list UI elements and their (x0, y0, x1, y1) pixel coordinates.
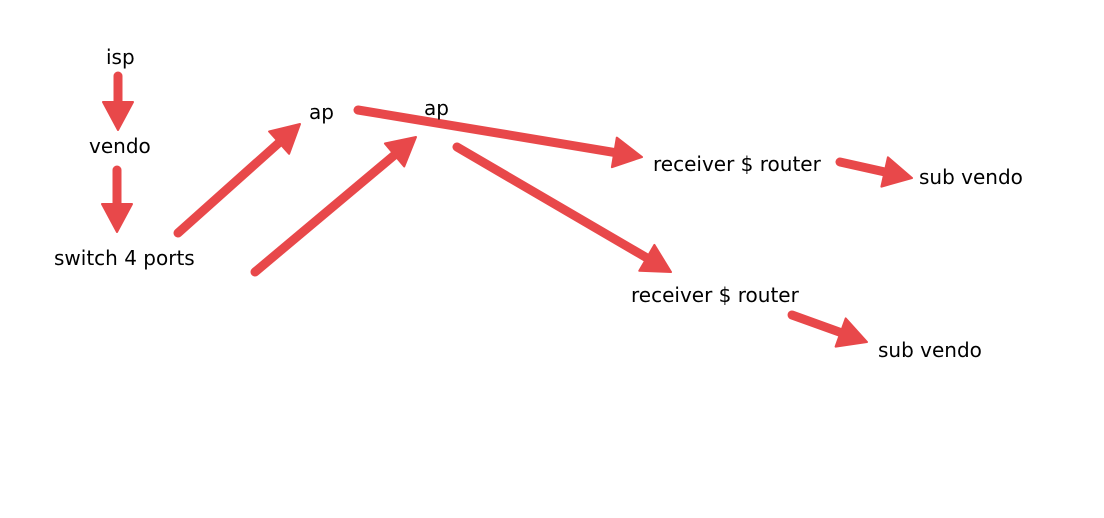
arrow-ap-to-receiver-1-shaft (353, 105, 621, 158)
arrow-receiver-2-to-sub-vendo-2 (787, 310, 868, 348)
node-sub-vendo-2: sub vendo (878, 338, 982, 362)
arrow-switch-to-ap-2-head (383, 136, 417, 168)
arrow-switch-to-ap-1-shaft (173, 136, 286, 238)
node-switch: switch 4 ports (54, 246, 195, 270)
arrow-group (101, 71, 913, 348)
node-vendo: vendo (89, 134, 151, 158)
node-isp: isp (106, 45, 135, 69)
arrow-receiver-1-to-sub-vendo-1 (835, 156, 913, 188)
arrow-receiver-1-to-sub-vendo-1-shaft (835, 157, 892, 177)
node-receiver-router-2: receiver $ router (631, 283, 799, 307)
arrow-switch-to-ap-2-shaft (250, 149, 401, 277)
arrow-receiver-1-to-sub-vendo-1-head (880, 156, 913, 188)
arrow-ap-to-receiver-1 (353, 105, 643, 169)
node-ap-1: ap (309, 100, 334, 124)
arrow-isp-to-vendo-head (102, 101, 134, 131)
arrow-switch-to-ap-1 (173, 123, 301, 238)
arrow-ap-to-receiver-2-head (638, 243, 672, 273)
node-sub-vendo-1: sub vendo (919, 165, 1023, 189)
arrow-switch-to-ap-1-head (268, 123, 301, 155)
arrow-vendo-to-switch-head (101, 203, 133, 233)
arrow-ap-to-receiver-2 (452, 142, 672, 273)
arrow-receiver-2-to-sub-vendo-2-head (834, 317, 868, 348)
node-ap-2: ap (424, 96, 449, 120)
arrow-ap-to-receiver-1-head (610, 136, 643, 169)
arrow-receiver-2-to-sub-vendo-2-shaft (787, 310, 848, 338)
arrow-switch-to-ap-2 (250, 136, 417, 277)
arrow-isp-to-vendo (102, 71, 134, 131)
arrow-vendo-to-switch (101, 165, 133, 233)
arrow-ap-to-receiver-2-shaft (452, 142, 654, 264)
node-receiver-router-1: receiver $ router (653, 152, 821, 176)
